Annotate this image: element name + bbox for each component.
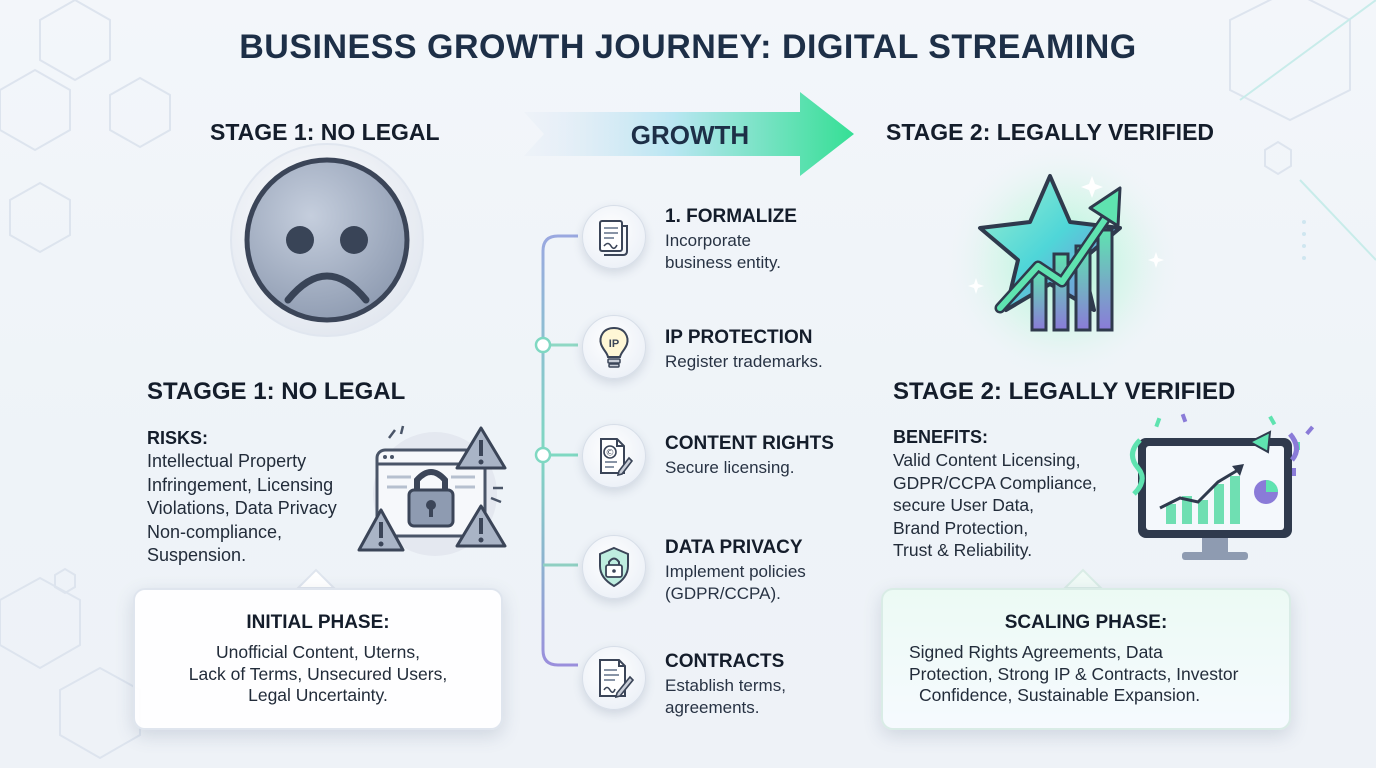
step-2-desc: Register trademarks. [665, 351, 823, 373]
step-1-desc-line: business entity. [665, 253, 781, 272]
risks-line: Suspension. [147, 545, 247, 565]
initial-phase-box: INITIAL PHASE: Unofficial Content, Utern… [133, 588, 503, 730]
growth-arrow-label: GROWTH [630, 120, 750, 150]
stage-1-section-heading: STAGGE 1: NO LEGAL [147, 378, 406, 405]
step-3-icon-circle: © [582, 424, 646, 488]
document-icon [599, 220, 628, 256]
stage-2-section-heading: STAGE 2: LEGALLY VERIFIED [893, 378, 1236, 405]
risks-text: Intellectual Property Infringement, Lice… [147, 450, 337, 568]
stage-1-heading: STAGE 1: NO LEGAL [210, 119, 440, 145]
step-3-title: CONTENT RIGHTS [665, 433, 834, 454]
initial-phase-text: Unofficial Content, Uterns, Lack of Term… [135, 642, 501, 707]
star-growth-icon [968, 174, 1164, 332]
step-4-title: DATA PRIVACY [665, 537, 803, 558]
initial-phase-title: INITIAL PHASE: [246, 612, 390, 633]
risks-line: Intellectual Property [147, 451, 307, 471]
risks-line: Infringement, Licensing [147, 474, 334, 495]
risks-label: RISKS: [147, 428, 209, 448]
shield-lock-icon [599, 546, 629, 588]
step-4-desc-line: Implement policies [665, 562, 806, 581]
benefits-text: Valid Content Licensing, GDPR/CCPA Compl… [893, 449, 1097, 562]
step-1-desc-line: Incorporate [665, 231, 751, 250]
scaling-phase-box: SCALING PHASE: Signed Rights Agreements,… [881, 588, 1291, 730]
copyright-icon-text: © [606, 449, 615, 459]
step-2-desc-line: Register trademarks. [665, 352, 823, 371]
step-5-desc-line: agreements. [665, 698, 760, 717]
lightbulb-ip-icon: IP [599, 326, 629, 368]
step-1-desc: Incorporate business entity. [665, 230, 781, 274]
ip-icon-text: IP [609, 338, 619, 350]
benefits-line: Trust & Reliability. [893, 540, 1033, 560]
page-title: BUSINESS GROWTH JOURNEY: DIGITAL STREAMI… [239, 28, 1137, 66]
step-3-desc: Secure licensing. [665, 457, 794, 479]
scaling-phase-line: Signed Rights Agreements, Data [909, 642, 1163, 662]
step-3-desc-line: Secure licensing. [665, 458, 795, 477]
initial-phase-line: Unofficial Content, Uterns, [216, 642, 420, 662]
growth-arrow [524, 92, 854, 176]
sad-face-icon [230, 143, 424, 337]
step-2-title: IP PROTECTION [665, 327, 813, 348]
benefits-line: Brand Protection, [893, 517, 1029, 538]
risks-line: Violations, Data Privacy [147, 498, 337, 518]
stage-2-heading: STAGE 2: LEGALLY VERIFIED [886, 119, 1215, 145]
benefits-label: BENEFITS: [893, 427, 989, 447]
step-5-title: CONTRACTS [665, 651, 785, 672]
step-1-title: 1. FORMALIZE [665, 206, 797, 227]
step-5-desc-line: Establish terms, [665, 676, 786, 695]
step-5-icon-circle [582, 646, 646, 710]
benefits-line: GDPR/CCPA Compliance, [893, 472, 1097, 493]
step-5-desc: Establish terms, agreements. [665, 675, 786, 719]
initial-phase-line: Lack of Terms, Unsecured Users, [188, 663, 448, 684]
step-4-desc-line: (GDPR/CCPA). [665, 584, 781, 603]
warning-lock-illustration [357, 425, 507, 556]
risks-line: Non-compliance, [147, 521, 283, 542]
scaling-phase-line: Protection, Strong IP & Contracts, Inves… [909, 663, 1239, 684]
benefits-line: secure User Data, [893, 495, 1035, 515]
step-2-icon-circle: IP [582, 315, 646, 379]
benefits-line: Valid Content Licensing, [893, 450, 1081, 470]
contract-pen-icon [599, 659, 635, 699]
step-1-icon-circle [582, 205, 646, 269]
scaling-phase-title: SCALING PHASE: [1004, 612, 1168, 633]
scaling-phase-text: Signed Rights Agreements, Data Protectio… [883, 642, 1289, 707]
monitor-chart-celebration-icon [1130, 413, 1315, 560]
step-4-icon-circle [582, 535, 646, 599]
scaling-phase-line: Confidence, Sustainable Expansion. [919, 685, 1201, 705]
step-4-desc: Implement policies (GDPR/CCPA). [665, 561, 806, 605]
initial-phase-line: Legal Uncertainty. [248, 685, 388, 705]
copyright-document-icon: © [600, 438, 634, 477]
